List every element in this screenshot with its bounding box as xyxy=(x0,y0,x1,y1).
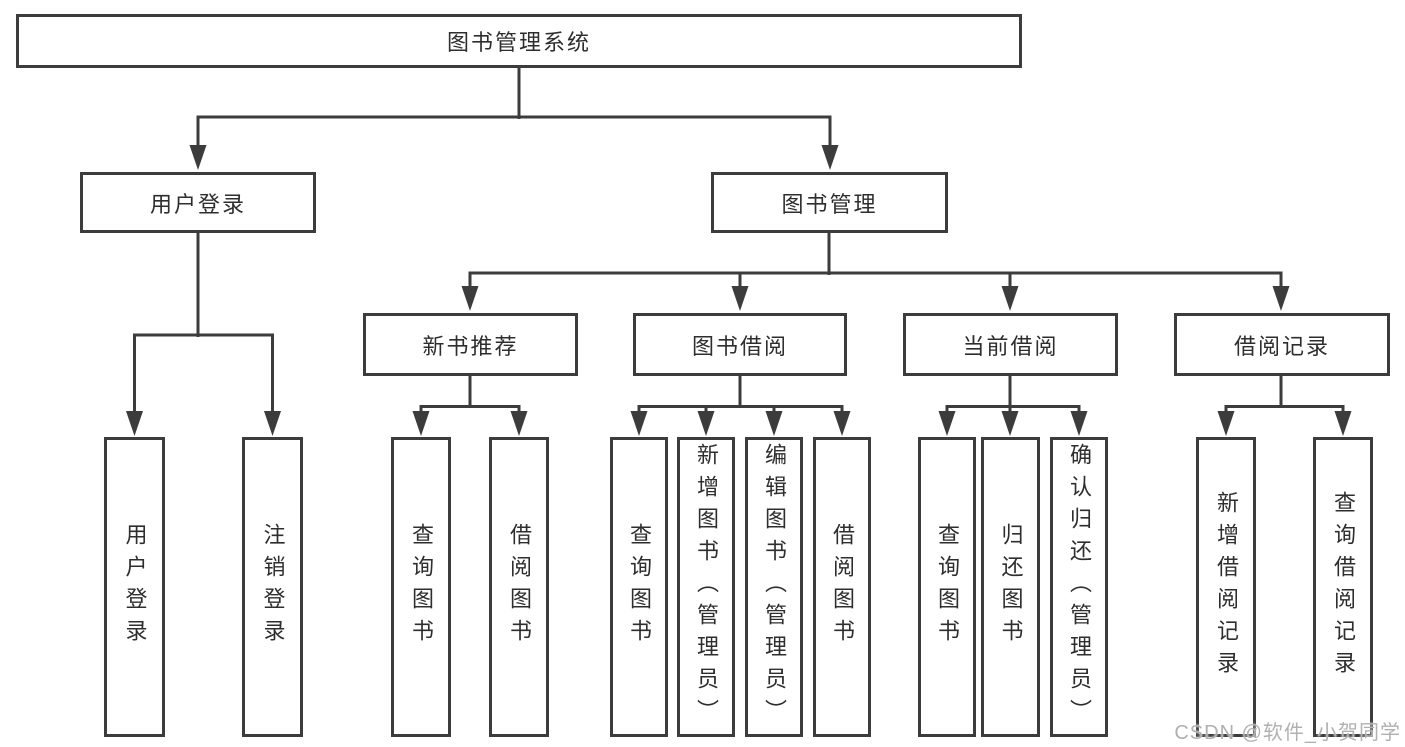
connector-book-management-to-children xyxy=(461,231,1290,311)
node-current-borrow-label: 当前借阅 xyxy=(962,333,1059,359)
watermark: CSDN @软件_小贺同学 xyxy=(1174,722,1401,744)
node-leaf-confirm-return-admin: 确认归还（管理员） xyxy=(1050,437,1108,737)
connector-book-borrow-to-children xyxy=(630,374,851,436)
node-leaf-add-books-admin-label: 新增图书（管理员） xyxy=(694,443,719,731)
arrowhead xyxy=(126,411,143,436)
node-borrow-records-label: 借阅记录 xyxy=(1233,333,1330,359)
arrowhead xyxy=(1217,411,1235,436)
node-leaf-query-books-borrow: 查询图书 xyxy=(610,437,668,737)
arrowhead xyxy=(412,411,430,436)
node-leaf-borrow-books: 借阅图书 xyxy=(813,437,871,737)
arrowhead xyxy=(1001,411,1019,436)
node-root: 图书管理系统 xyxy=(16,14,1022,68)
node-leaf-edit-books-admin: 编辑图书（管理员） xyxy=(745,437,803,737)
connector-borrow-records-to-children xyxy=(1217,374,1352,436)
arrowhead xyxy=(264,411,281,436)
connector-user-login-to-children xyxy=(126,231,281,436)
arrowhead xyxy=(461,286,479,311)
connector-root-to-children xyxy=(189,67,839,170)
node-leaf-query-borrow-record: 查询借阅记录 xyxy=(1313,437,1373,737)
arrowhead xyxy=(1334,411,1352,436)
node-leaf-user-login-label: 用户登录 xyxy=(122,523,148,651)
node-new-book-recommend-label: 新书推荐 xyxy=(422,333,519,359)
node-root-label: 图书管理系统 xyxy=(446,30,591,55)
arrowhead xyxy=(697,411,715,436)
node-new-book-recommend: 新书推荐 xyxy=(363,313,578,376)
node-leaf-query-books-current: 查询图书 xyxy=(918,437,976,737)
node-book-borrow-label: 图书借阅 xyxy=(691,333,788,359)
arrowhead xyxy=(510,411,528,436)
node-leaf-confirm-return-admin-label: 确认归还（管理员） xyxy=(1067,443,1092,731)
node-book-borrow: 图书借阅 xyxy=(633,313,847,376)
connector-new-book-recommend-to-children xyxy=(412,374,528,436)
node-user-login: 用户登录 xyxy=(80,172,316,233)
node-leaf-user-login: 用户登录 xyxy=(104,437,165,737)
node-book-management-label: 图书管理 xyxy=(781,191,878,217)
node-leaf-borrow-books-recommend: 借阅图书 xyxy=(489,437,549,737)
arrowhead xyxy=(731,286,749,311)
node-leaf-logout-label: 注销登录 xyxy=(260,523,286,651)
node-leaf-query-books-borrow-label: 查询图书 xyxy=(627,523,652,651)
node-leaf-return-books: 归还图书 xyxy=(981,437,1040,737)
arrowhead xyxy=(1272,286,1290,311)
node-leaf-logout: 注销登录 xyxy=(242,437,303,737)
node-leaf-add-books-admin: 新增图书（管理员） xyxy=(677,437,735,737)
arrowhead xyxy=(189,145,207,170)
node-leaf-query-books-recommend: 查询图书 xyxy=(391,437,451,737)
node-leaf-edit-books-admin-label: 编辑图书（管理员） xyxy=(762,443,787,731)
node-leaf-add-borrow-record: 新增借阅记录 xyxy=(1196,437,1256,737)
node-leaf-borrow-books-label: 借阅图书 xyxy=(830,523,855,651)
node-leaf-borrow-books-recommend-label: 借阅图书 xyxy=(507,523,532,651)
arrowhead xyxy=(821,145,839,170)
node-book-management: 图书管理 xyxy=(711,172,948,233)
arrowhead xyxy=(765,411,783,436)
node-leaf-add-borrow-record-label: 新增借阅记录 xyxy=(1214,491,1239,683)
node-user-login-label: 用户登录 xyxy=(149,191,246,217)
arrowhead xyxy=(833,411,851,436)
node-leaf-query-books-current-label: 查询图书 xyxy=(935,523,960,651)
node-current-borrow: 当前借阅 xyxy=(903,313,1118,376)
arrowhead xyxy=(938,411,956,436)
arrowhead xyxy=(1001,286,1019,311)
connector-current-borrow-to-children xyxy=(938,374,1088,436)
node-leaf-query-borrow-record-label: 查询借阅记录 xyxy=(1331,491,1356,683)
arrowhead xyxy=(630,411,648,436)
node-leaf-return-books-label: 归还图书 xyxy=(998,523,1024,651)
node-borrow-records: 借阅记录 xyxy=(1174,313,1390,376)
arrowhead xyxy=(1070,411,1088,436)
node-leaf-query-books-recommend-label: 查询图书 xyxy=(409,523,434,651)
